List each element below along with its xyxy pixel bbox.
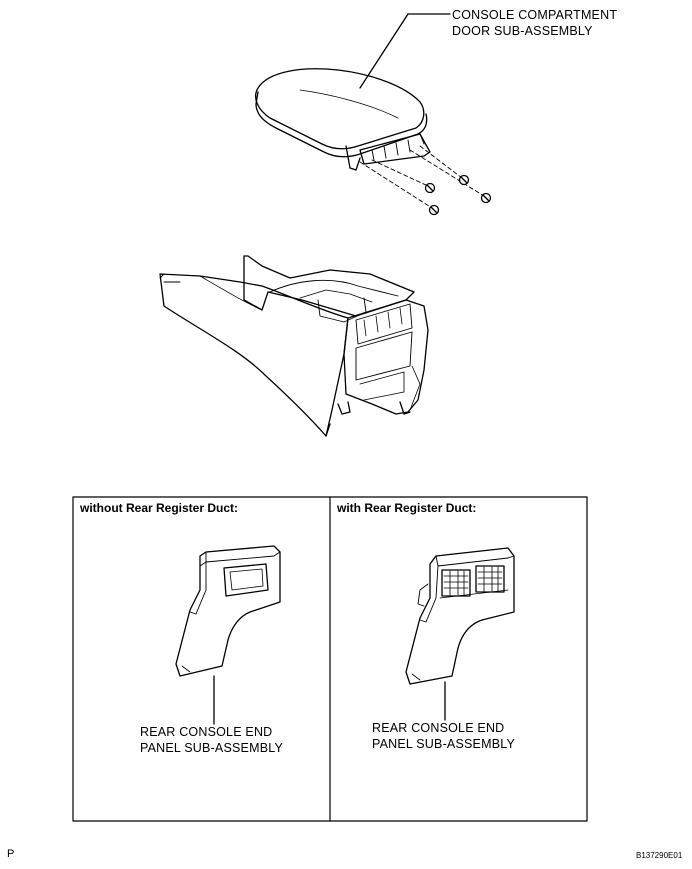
left-panel-callout: REAR CONSOLE END PANEL SUB-ASSEMBLY bbox=[140, 724, 283, 756]
console-door-drawing bbox=[255, 13, 492, 216]
figure-code: B137290E01 bbox=[636, 851, 683, 860]
door-callout-line-1: CONSOLE COMPARTMENT bbox=[452, 8, 618, 22]
right-panel-title: with Rear Register Duct: bbox=[337, 501, 477, 515]
variant-panels-frame bbox=[72, 496, 588, 822]
door-callout-line-2: DOOR SUB-ASSEMBLY bbox=[452, 24, 593, 38]
end-panel-duct-drawing bbox=[405, 547, 515, 721]
door-callout: CONSOLE COMPARTMENT DOOR SUB-ASSEMBLY bbox=[452, 7, 617, 39]
right-panel-callout-line-1: REAR CONSOLE END bbox=[372, 721, 505, 735]
right-panel-callout-line-2: PANEL SUB-ASSEMBLY bbox=[372, 737, 515, 751]
page-mark: P bbox=[7, 848, 15, 860]
console-box-drawing bbox=[159, 255, 429, 437]
left-panel-callout-line-1: REAR CONSOLE END bbox=[140, 725, 273, 739]
end-panel-plain-drawing bbox=[175, 545, 281, 725]
left-panel-title: without Rear Register Duct: bbox=[80, 501, 239, 515]
screw-icons bbox=[424, 174, 492, 216]
left-panel-callout-line-2: PANEL SUB-ASSEMBLY bbox=[140, 741, 283, 755]
right-panel-callout: REAR CONSOLE END PANEL SUB-ASSEMBLY bbox=[372, 720, 515, 752]
